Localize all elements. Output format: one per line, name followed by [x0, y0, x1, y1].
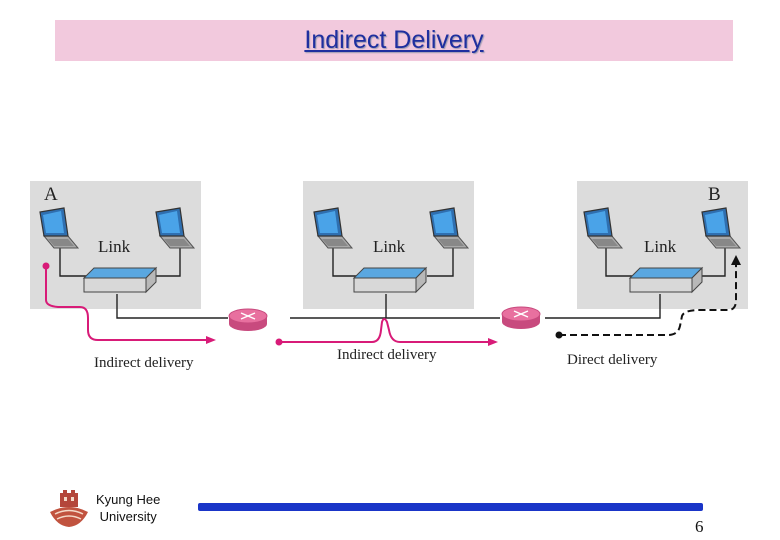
network-2-wiring [290, 248, 500, 319]
delivery-label-1: Indirect delivery [94, 355, 194, 371]
router-icon-2 [501, 306, 541, 330]
delivery-label-2: Indirect delivery [337, 347, 437, 363]
university-name: Kyung Hee University [96, 491, 160, 525]
slide-title: Indirect Delivery [304, 26, 484, 54]
indirect-delivery-path-2 [275, 318, 498, 346]
network-label-1: Link [98, 237, 131, 256]
host-label-b: B [708, 184, 721, 205]
network-1-wiring [59, 248, 228, 319]
switch-icon-3 [629, 267, 703, 293]
university-crest-icon [50, 490, 88, 527]
router-icon-1 [228, 308, 268, 332]
university-name-line-1: Kyung Hee [96, 492, 161, 507]
title-bar: Indirect Delivery [55, 20, 733, 61]
network-label-3: Link [644, 237, 677, 256]
indirect-delivery-path-1 [42, 262, 216, 344]
switch-icon-1 [83, 267, 157, 293]
switch-icon-2 [353, 267, 427, 293]
page-number: 6 [695, 517, 704, 536]
network-label-2: Link [373, 237, 406, 256]
host-label-a: A [44, 184, 58, 205]
delivery-label-3: Direct delivery [567, 352, 658, 368]
university-name-line-2: University [99, 509, 157, 524]
direct-delivery-path [555, 255, 741, 339]
network-3-wiring [545, 248, 726, 319]
footer-divider-bar [198, 503, 703, 511]
